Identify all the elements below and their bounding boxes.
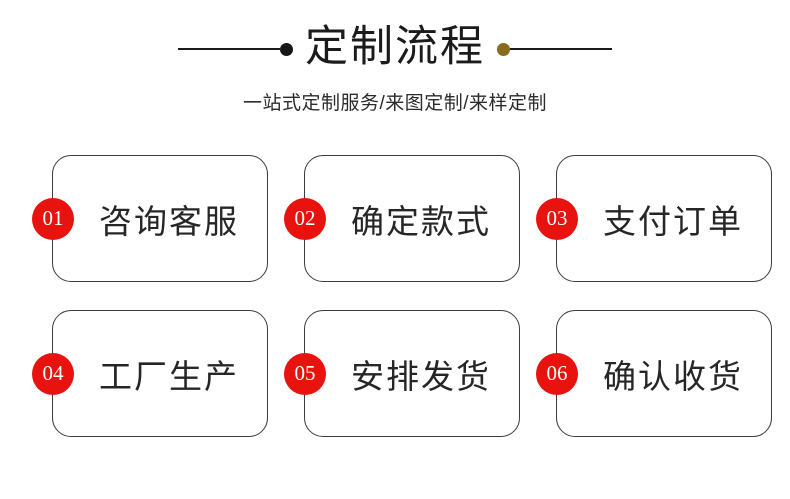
title-rule-right: [510, 48, 612, 50]
step-label-02: 确定款式: [351, 202, 491, 240]
step-card-05[interactable]: 05 安排发货: [284, 310, 520, 437]
step-label-04: 工厂生产: [99, 357, 239, 395]
step-badge-04: 04: [32, 352, 74, 395]
step-badge-03: 03: [536, 197, 578, 240]
step-badge-02: 02: [284, 197, 326, 240]
step-badge-06: 06: [536, 352, 578, 395]
step-card-03[interactable]: 03 支付订单: [536, 155, 772, 282]
step-label-05: 安排发货: [351, 357, 491, 395]
title-rule-left: [178, 48, 280, 50]
step-badge-05: 05: [284, 352, 326, 395]
bullet-dot-left-icon: [280, 42, 293, 56]
step-label-03: 支付订单: [603, 202, 743, 240]
header: 定制流程 一站式定制服务/来图定制/来样定制: [0, 18, 790, 118]
step-label-01: 咨询客服: [99, 202, 239, 240]
step-card-01[interactable]: 01 咨询客服: [32, 155, 268, 282]
bullet-dot-right-icon: [497, 42, 510, 56]
step-label-06: 确认收货: [603, 357, 743, 395]
step-badge-01: 01: [32, 197, 74, 240]
step-card-04[interactable]: 04 工厂生产: [32, 310, 268, 437]
steps-grid: 01 咨询客服 02 确定款式 03 支付订单 04 工厂生产 05 安排发货 …: [32, 155, 772, 437]
title-row: 定制流程: [0, 18, 790, 80]
step-card-02[interactable]: 02 确定款式: [284, 155, 520, 282]
page-title: 定制流程: [305, 23, 485, 71]
step-card-06[interactable]: 06 确认收货: [536, 310, 772, 437]
page-subtitle: 一站式定制服务/来图定制/来样定制: [242, 93, 548, 114]
